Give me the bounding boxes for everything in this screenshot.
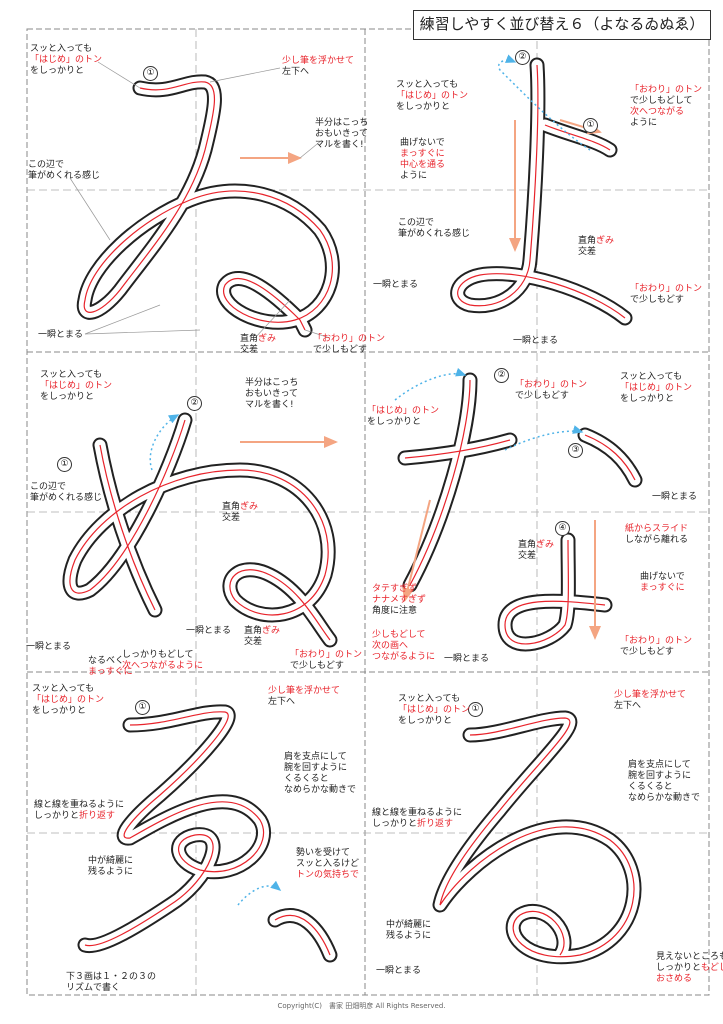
step-number-2: ②: [187, 396, 202, 411]
step-number-4: ④: [555, 521, 570, 536]
annotation-right-angle: 直角ぎみ交差: [240, 334, 277, 355]
page-title: 練習しやすく並び替え６（よなるゐぬゑ）: [413, 10, 711, 40]
glyph-yo: [450, 54, 633, 326]
annotation-pause: 一瞬とまる: [38, 330, 84, 340]
annotation-end-tap: 「おわり」のトンで少しもどす: [290, 650, 363, 671]
annotation-straight: なるべくまっすぐに: [88, 656, 133, 677]
annotation-half-circle: 半分はこっちおもいきってマルを書く!: [245, 378, 299, 410]
annotation-keep-clean: 中が綺麗に残るように: [386, 920, 432, 941]
annotation-start-tap: スッと入っても「はじめ」のトンをしっかりと: [398, 694, 471, 726]
annotation-shoulder-pivot: 肩を支点にして腕を回すようにくるくるとなめらかな動きで: [284, 752, 357, 795]
annotation-next-stroke: 少しもどして次の画へつながるように: [372, 630, 436, 662]
annotation-pause-1: 一瞬とまる: [26, 642, 72, 652]
annotation-straight-center: 曲げないでまっすぐに中心を通るように: [400, 138, 446, 181]
annotation-pause: 一瞬とまる: [376, 966, 422, 976]
annotation-end-tap: 「おわり」のトンで少しもどす: [313, 334, 386, 355]
annotation-half-circle: 半分はこっちおもいきってマルを書く!: [315, 118, 369, 150]
glyph-wi: [69, 61, 340, 339]
annotation-straight: 曲げないでまっすぐに: [640, 572, 685, 593]
step-number-1: ①: [143, 66, 158, 81]
annotation-momentum: 勢いを受けてスッと入るけどトンの気持ちで: [296, 848, 360, 880]
annotation-start-tap: 「はじめ」のトンをしっかりと: [367, 406, 440, 427]
annotation-pause-2: 一瞬とまる: [186, 626, 232, 636]
annotation-end-connect: 「おわり」のトンで少しもどして次へつながるように: [630, 85, 703, 128]
step-number-2: ②: [515, 50, 530, 65]
annotation-end-tap: 「おわり」のトンで少しもどす: [630, 284, 703, 305]
annotation-pause: 一瞬とまる: [652, 492, 698, 502]
annotation-right-angle-1: 直角ぎみ交差: [222, 502, 259, 523]
annotation-start-tap: スッと入っても「はじめ」のトンをしっかりと: [40, 370, 113, 402]
annotation-start-tap-3: スッと入っても「はじめ」のトンをしっかりと: [620, 372, 693, 404]
step-number-3: ③: [568, 443, 583, 458]
glyph-nu: [62, 412, 338, 648]
annotation-rhythm: 下３画は１・２の３のリズムで書く: [66, 972, 157, 993]
step-number-1: ①: [57, 457, 72, 472]
step-number-1: ①: [135, 700, 150, 715]
annotation-right-angle-2: 直角ぎみ交差: [244, 626, 281, 647]
annotation-shoulder-pivot: 肩を支点にして腕を回すようにくるくるとなめらかな動きで: [628, 760, 701, 803]
annotation-pause-2: 一瞬とまる: [444, 654, 490, 664]
annotation-return-connect: しっかりもどして次へつながるように: [122, 650, 204, 671]
annotation-fold-back: 線と線を重ねるようにしっかりと折り返す: [372, 808, 463, 829]
annotation-lift-brush: 少し筆を浮かせて左下へ: [268, 686, 341, 707]
annotation-brush-flip: この辺で筆がめくれる感じ: [28, 160, 101, 181]
grid-guides: [27, 29, 709, 995]
annotation-end-tap-4: 「おわり」のトンで少しもどす: [620, 636, 693, 657]
annotation-lift-brush: 少し筆を浮かせて左下へ: [614, 690, 687, 711]
annotation-pause-2: 一瞬とまる: [513, 336, 559, 346]
annotation-start-tap: スッと入っても「はじめ」のトンをしっかりと: [396, 80, 469, 112]
annotation-keep-clean: 中が綺麗に残るように: [88, 856, 134, 877]
glyph-ru: [432, 710, 642, 965]
annotation-start-tap: スッと入っても「はじめ」のトンをしっかりと: [32, 684, 105, 716]
copyright-text: Copyright(C) 書家 田畑明彦 All Rights Reserved…: [277, 1002, 446, 1010]
annotation-hidden-return: 見えないところもしっかりともどしておさめる: [656, 952, 723, 984]
annotation-right-angle: 直角ぎみ交差: [518, 540, 555, 561]
annotation-start-tap: スッと入っても「はじめ」のトンをしっかりと: [30, 44, 103, 76]
annotation-brush-flip: この辺で筆がめくれる感じ: [30, 482, 103, 503]
annotation-end-tap-1: 「おわり」のトンで少しもどす: [515, 380, 588, 401]
glyph-we: [77, 704, 338, 963]
step-number-1: ①: [583, 118, 598, 133]
glyph-na: [394, 367, 643, 652]
annotation-right-angle: 直角ぎみ交差: [578, 236, 615, 257]
step-number-1: ①: [468, 702, 483, 717]
annotation-brush-flip: この辺で筆がめくれる感じ: [398, 218, 471, 239]
annotation-fold-back: 線と線を重ねるようにしっかりと折り返す: [34, 800, 125, 821]
step-number-2: ②: [494, 368, 509, 383]
annotation-angle: タテすぎずナナメすぎず角度に注意: [372, 584, 427, 616]
annotation-pause-1: 一瞬とまる: [373, 280, 419, 290]
annotation-slide-off: 紙からスライドしながら離れる: [625, 524, 689, 545]
annotation-lift-brush: 少し筆を浮かせて左下へ: [282, 56, 355, 77]
